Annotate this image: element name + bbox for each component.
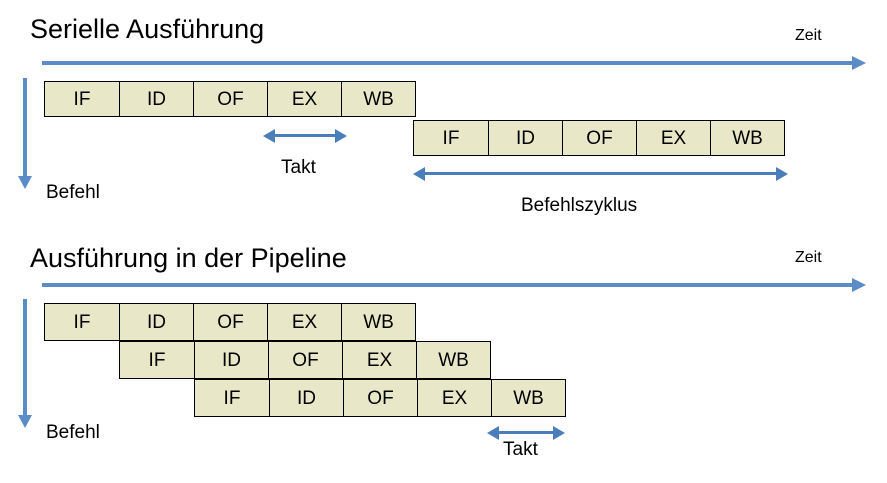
takt-measure-label-pipeline: Takt (503, 439, 538, 460)
stage-box-if: IF (194, 379, 270, 417)
stage-box-wb: WB (710, 120, 785, 156)
arrowhead-right-icon (553, 426, 565, 440)
instruction-axis-arrowhead-serial (18, 176, 32, 189)
stage-box-ex: EX (267, 81, 342, 117)
arrowhead-left-icon (413, 167, 425, 181)
stage-box-if: IF (44, 81, 120, 117)
instruction-axis-arrowhead-pipeline (18, 415, 32, 428)
befehlszyklus-measure-arrow (413, 167, 788, 181)
stage-box-wb: WB (416, 341, 491, 379)
instruction-axis-label-pipeline: Befehl (46, 422, 100, 443)
instruction-axis-line-pipeline (23, 299, 27, 417)
stage-box-wb: WB (341, 303, 416, 341)
instruction-axis-line-serial (23, 78, 27, 178)
stage-box-ex: EX (636, 120, 711, 156)
stage-box-of: OF (268, 341, 343, 379)
arrow-shaft (273, 134, 337, 137)
section-title-pipeline: Ausführung in der Pipeline (30, 243, 347, 273)
time-axis-label-serial: Zeit (795, 27, 822, 44)
arrow-shaft (423, 172, 778, 175)
stage-box-wb: WB (341, 81, 416, 117)
serial-instruction-row-1: IF ID OF EX WB (44, 81, 416, 117)
stage-box-id: ID (488, 120, 563, 156)
takt-measure-label-serial: Takt (281, 157, 316, 178)
pipeline-instruction-row-3: IF ID OF EX WB (194, 379, 566, 417)
instruction-axis-label-serial: Befehl (46, 182, 100, 203)
stage-box-if: IF (44, 303, 120, 341)
stage-box-if: IF (119, 341, 195, 379)
stage-box-wb: WB (491, 379, 566, 417)
stage-box-if: IF (413, 120, 489, 156)
time-axis-line-serial (42, 61, 854, 65)
arrowhead-right-icon (776, 167, 788, 181)
serial-instruction-row-2: IF ID OF EX WB (413, 120, 785, 156)
time-axis-arrowhead-pipeline (852, 278, 866, 292)
takt-measure-arrow-pipeline (487, 426, 565, 440)
pipeline-instruction-row-1: IF ID OF EX WB (44, 303, 416, 341)
stage-box-id: ID (194, 341, 269, 379)
section-title-serial: Serielle Ausführung (30, 14, 265, 44)
time-axis-line-pipeline (42, 283, 854, 287)
time-axis-label-pipeline: Zeit (795, 249, 822, 266)
time-axis-arrowhead-serial (852, 56, 866, 70)
befehlszyklus-measure-label: Befehlszyklus (521, 195, 638, 216)
arrowhead-left-icon (487, 426, 499, 440)
stage-box-id: ID (119, 81, 194, 117)
takt-measure-arrow-serial (263, 129, 347, 143)
stage-box-of: OF (343, 379, 418, 417)
stage-box-ex: EX (342, 341, 417, 379)
stage-box-of: OF (193, 303, 268, 341)
stage-box-ex: EX (417, 379, 492, 417)
stage-box-of: OF (193, 81, 268, 117)
arrow-shaft (497, 431, 555, 434)
stage-box-ex: EX (267, 303, 342, 341)
stage-box-id: ID (119, 303, 194, 341)
pipeline-instruction-row-2: IF ID OF EX WB (119, 341, 491, 379)
arrowhead-right-icon (335, 129, 347, 143)
stage-box-of: OF (562, 120, 637, 156)
stage-box-id: ID (269, 379, 344, 417)
arrowhead-left-icon (263, 129, 275, 143)
